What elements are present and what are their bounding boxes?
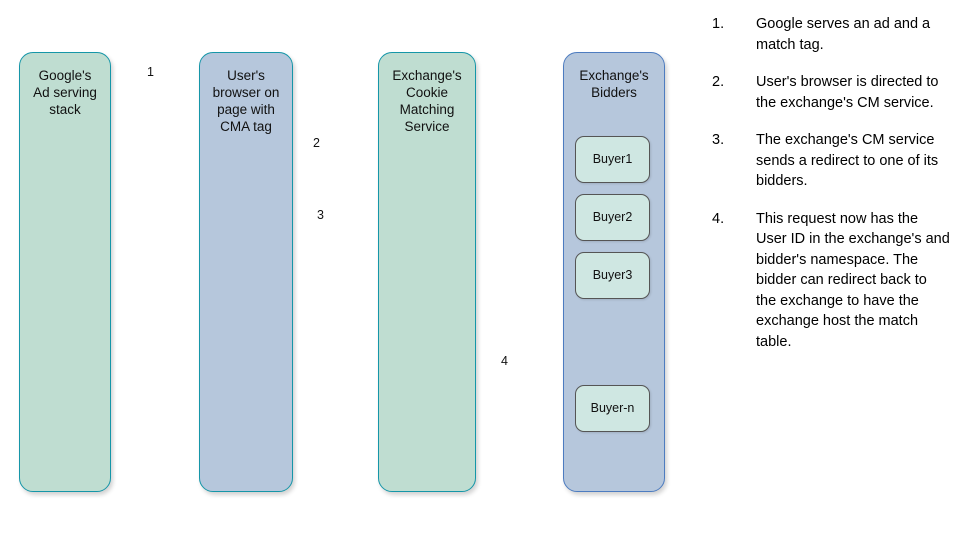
step-number: 3.	[712, 132, 725, 148]
bidder-label: Buyer-n	[590, 401, 635, 416]
step-item-4: 4. This request now has the User ID in t…	[706, 209, 950, 353]
step-item-2: 2. User's browser is directed to the exc…	[706, 72, 950, 113]
step-number: 1.	[712, 16, 725, 32]
bidder-box-buyer1: Buyer1	[575, 136, 650, 183]
steps-list: 1. Google serves an ad and a match tag. …	[706, 14, 950, 369]
arrow-2-label: 2	[313, 136, 320, 150]
step-text: The exchange's CM service sends a redire…	[756, 132, 939, 189]
lane-label: Exchange's Cookie Matching Service	[392, 68, 462, 134]
arrow-4-label: 4	[501, 354, 508, 368]
lane-cookie-matching-service: Exchange's Cookie Matching Service	[378, 52, 476, 492]
bidder-box-buyer-n: Buyer-n	[575, 385, 650, 432]
step-item-3: 3. The exchange's CM service sends a red…	[706, 130, 950, 192]
bidder-box-buyer3: Buyer3	[575, 252, 650, 299]
bidder-label: Buyer3	[592, 268, 633, 283]
lane-label: Google's Ad serving stack	[33, 68, 97, 117]
bidder-label: Buyer1	[592, 152, 633, 167]
lane-label: User's browser on page with CMA tag	[212, 68, 280, 134]
lane-label: Exchange's Bidders	[579, 68, 649, 100]
lane-user-browser: User's browser on page with CMA tag	[199, 52, 293, 492]
lane-google-ad-serving-stack: Google's Ad serving stack	[19, 52, 111, 492]
step-text: This request now has the User ID in the …	[756, 210, 950, 350]
step-number: 2.	[712, 74, 725, 90]
arrow-1-label: 1	[147, 65, 154, 79]
arrow-3-label: 3	[317, 208, 324, 222]
bidder-box-buyer2: Buyer2	[575, 194, 650, 241]
step-text: Google serves an ad and a match tag.	[756, 16, 931, 53]
bidder-label: Buyer2	[592, 210, 633, 225]
step-text: User's browser is directed to the exchan…	[756, 74, 939, 111]
step-number: 4.	[712, 210, 725, 227]
step-item-1: 1. Google serves an ad and a match tag.	[706, 14, 950, 55]
